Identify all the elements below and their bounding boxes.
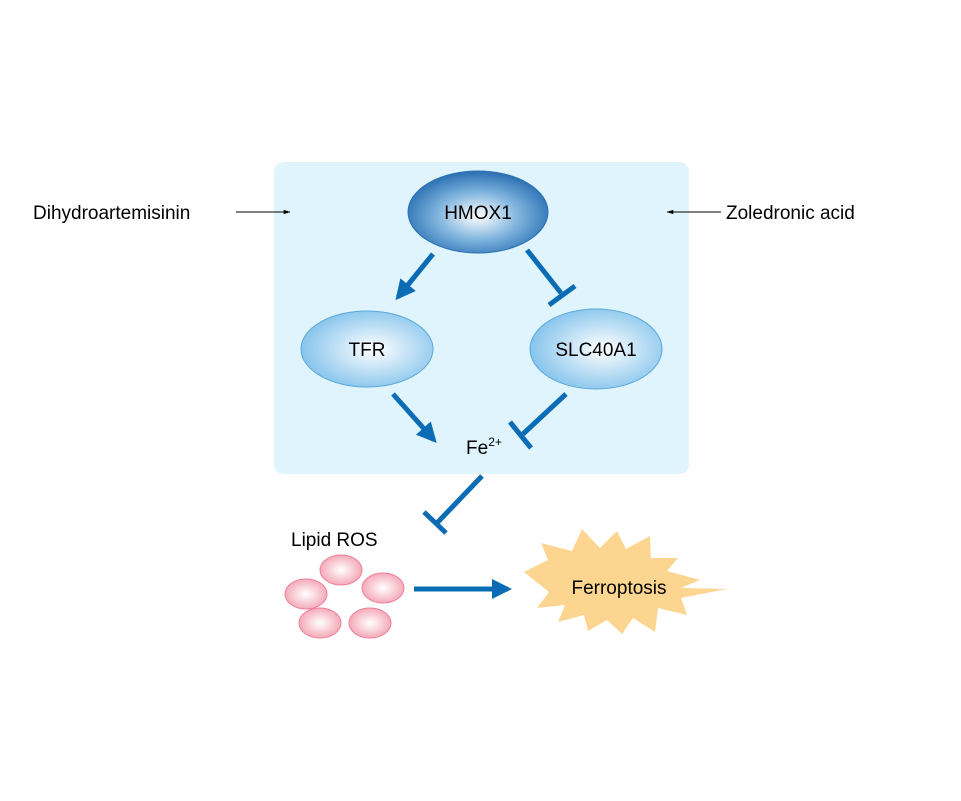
ros-particle bbox=[298, 607, 342, 639]
ros-particle bbox=[284, 578, 328, 610]
lipid-ros-label: Lipid ROS bbox=[291, 530, 378, 551]
ferroptosis-burst bbox=[524, 529, 727, 634]
edge-hmox1-tfr bbox=[395, 252, 435, 301]
ros-particle bbox=[348, 607, 392, 639]
node-tfr: TFR bbox=[300, 310, 434, 388]
node-ferroptosis: Ferroptosis bbox=[524, 529, 727, 634]
node-hmox1: HMOX1 bbox=[407, 170, 549, 254]
ferroptosis-label: Ferroptosis bbox=[571, 578, 666, 599]
node-fe-label: Fe2+ bbox=[466, 435, 502, 459]
pathway-box bbox=[274, 162, 689, 474]
node-fe-superscript: 2+ bbox=[488, 435, 502, 449]
edge-fe-lipidros bbox=[422, 474, 484, 535]
node-slc40a1: SLC40A1 bbox=[529, 308, 663, 390]
lipid-ros-cluster bbox=[284, 554, 405, 639]
edge-hmox1-slc40a1 bbox=[525, 248, 577, 308]
node-fe2plus: Fe2+ bbox=[466, 435, 502, 459]
edge-slc40a1-fe bbox=[508, 392, 568, 450]
drug-zoledronic-acid: Zoledronic acid bbox=[726, 203, 855, 224]
node-tfr-label: TFR bbox=[349, 340, 386, 361]
node-hmox1-label: HMOX1 bbox=[444, 203, 512, 224]
node-slc40a1-label: SLC40A1 bbox=[555, 340, 636, 361]
ros-particle bbox=[319, 554, 363, 586]
edge-tfr-fe bbox=[391, 392, 437, 443]
ros-particle bbox=[361, 572, 405, 604]
drug-dihydroartemisinin: Dihydroartemisinin bbox=[33, 203, 190, 224]
